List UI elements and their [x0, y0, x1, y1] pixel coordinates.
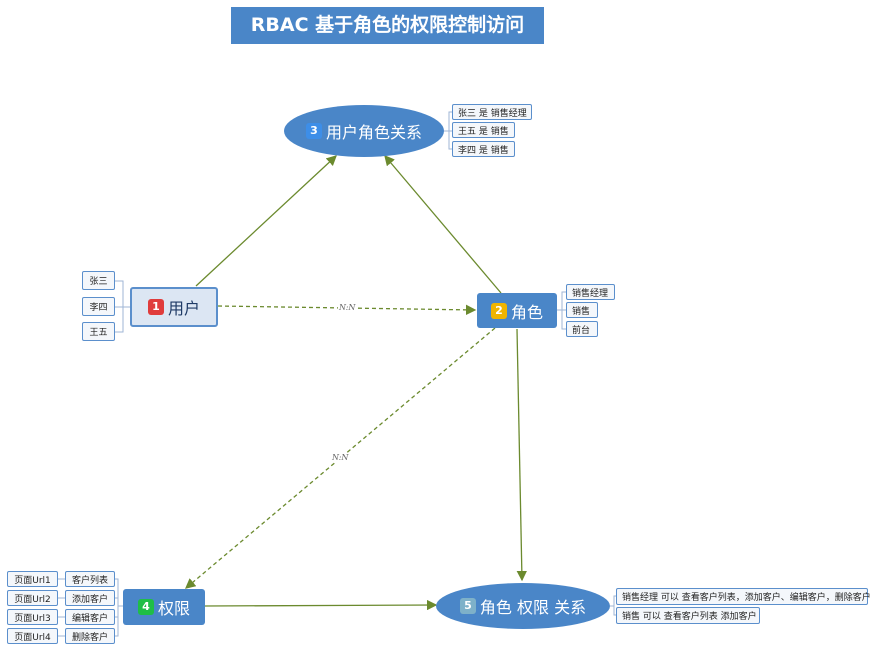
badge-5: 5	[459, 598, 476, 614]
edge-permission-to-rolepermission	[204, 599, 438, 611]
leaf-role-3[interactable]: 前台	[566, 321, 598, 337]
node-user-role-relation[interactable]: 3 用户角色关系	[284, 105, 444, 157]
node-permission[interactable]: 4 权限	[123, 589, 205, 625]
edge-role-to-permission	[185, 327, 496, 589]
badge-4: 4	[137, 599, 154, 615]
edge-role-to-rolepermission	[516, 328, 528, 582]
edge-label-user-role: N:N	[338, 303, 357, 312]
leaf-user-2[interactable]: 李四	[82, 297, 115, 316]
node-role[interactable]: 2 角色	[477, 293, 557, 328]
leaf-permission-2[interactable]: 添加客户	[65, 590, 115, 606]
leaf-permission-4[interactable]: 删除客户	[65, 628, 115, 644]
leaf-role-1[interactable]: 销售经理	[566, 284, 615, 300]
leaf-url-2[interactable]: 页面Url2	[7, 590, 58, 606]
node-user-role-relation-label: 用户角色关系	[325, 123, 422, 142]
leaf-user-role-1[interactable]: 张三 是 销售经理	[452, 104, 532, 120]
diagram-title: RBAC 基于角色的权限控制访问	[231, 7, 544, 44]
node-user-label: 用户	[167, 299, 200, 318]
leaf-permission-1[interactable]: 客户列表	[65, 571, 115, 587]
node-permission-label: 权限	[157, 599, 190, 618]
node-user[interactable]: 1 用户	[130, 287, 218, 327]
leaf-user-3[interactable]: 王五	[82, 322, 115, 341]
leaf-user-role-2[interactable]: 王五 是 销售	[452, 122, 515, 138]
node-role-label: 角色	[510, 302, 543, 322]
leaf-role-2[interactable]: 销售	[566, 302, 598, 318]
edge-role-to-userrole	[384, 155, 502, 294]
leaf-permission-3[interactable]: 编辑客户	[65, 609, 115, 625]
edge-user-to-userrole	[195, 155, 337, 287]
leaf-url-3[interactable]: 页面Url3	[7, 609, 58, 625]
node-role-permission-relation-label: 角色 权限 关系	[479, 598, 587, 617]
leaf-user-role-3[interactable]: 李四 是 销售	[452, 141, 515, 157]
edge-label-role-permission: N:N	[331, 453, 350, 462]
node-role-permission-relation[interactable]: 5 角色 权限 关系	[436, 583, 610, 629]
leaf-url-4[interactable]: 页面Url4	[7, 628, 58, 644]
badge-3: 3	[305, 123, 322, 139]
leaf-role-permission-1[interactable]: 销售经理 可以 查看客户列表，添加客户、编辑客户，删除客户	[616, 588, 871, 605]
leaf-user-1[interactable]: 张三	[82, 271, 115, 290]
leaf-connectors	[58, 111, 616, 637]
leaf-url-1[interactable]: 页面Url1	[7, 571, 58, 587]
badge-2: 2	[490, 302, 507, 319]
leaf-role-permission-2[interactable]: 销售 可以 查看客户列表 添加客户	[616, 607, 760, 624]
badge-1: 1	[147, 299, 164, 315]
